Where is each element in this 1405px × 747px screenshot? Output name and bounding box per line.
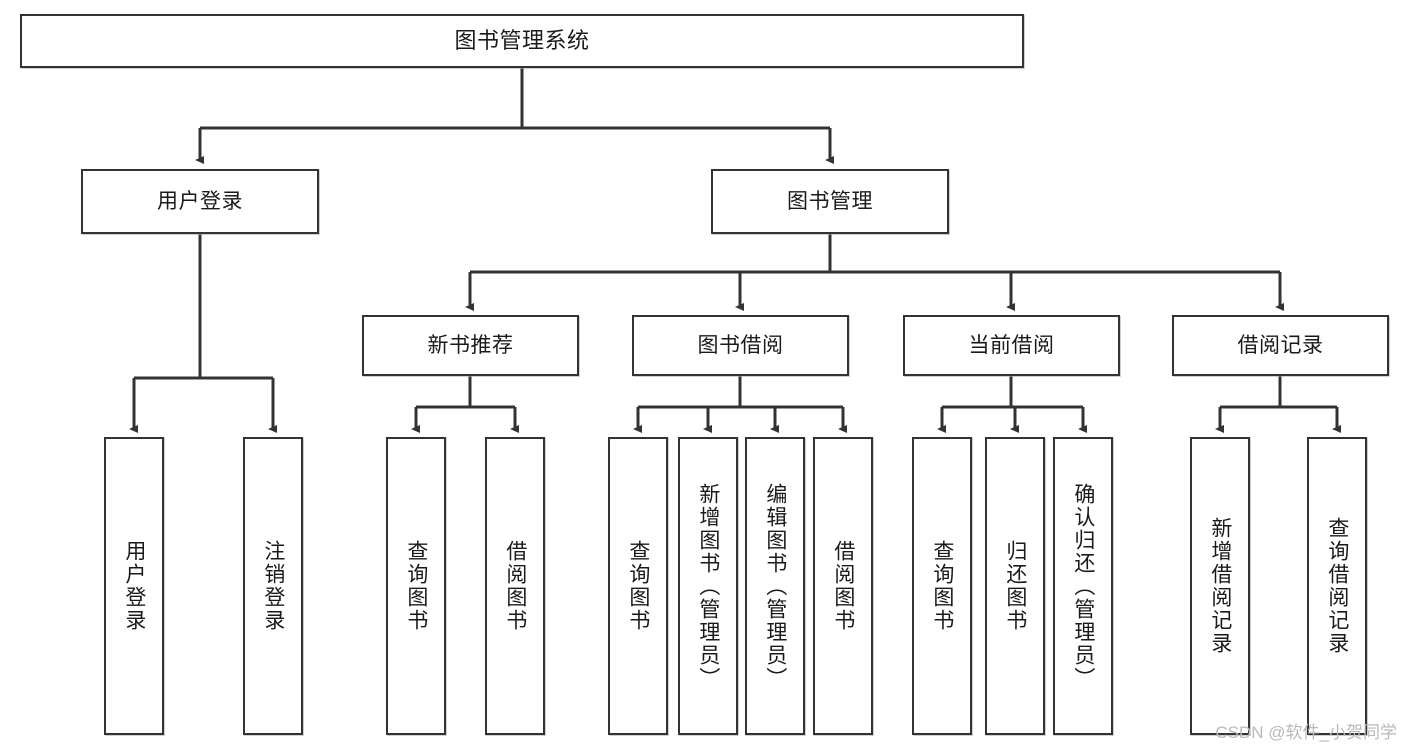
node-label: 新增图书（管理员）	[696, 482, 720, 690]
node-root-system[interactable]: 图书管理系统	[20, 14, 1024, 68]
node-new-book-recommend[interactable]: 新书推荐	[362, 315, 579, 376]
node-book-borrow[interactable]: 图书借阅	[632, 315, 849, 376]
node-leaf-query-book-1[interactable]: 查询图书	[386, 437, 446, 735]
node-label: 用户登录	[157, 189, 243, 213]
node-label: 查询图书	[404, 540, 428, 632]
node-leaf-query-record[interactable]: 查询借阅记录	[1307, 437, 1367, 735]
node-leaf-query-book-2[interactable]: 查询图书	[608, 437, 668, 735]
node-label: 借阅记录	[1237, 333, 1324, 357]
node-label: 新书推荐	[427, 333, 514, 357]
node-label: 当前借阅	[968, 333, 1055, 357]
node-leaf-add-book[interactable]: 新增图书（管理员）	[678, 437, 738, 735]
node-leaf-confirm-return[interactable]: 确认归还（管理员）	[1053, 437, 1113, 735]
node-label: 编辑图书（管理员）	[763, 482, 787, 690]
node-leaf-borrow-book-1[interactable]: 借阅图书	[485, 437, 545, 735]
node-label: 图书借阅	[697, 333, 784, 357]
node-leaf-edit-book[interactable]: 编辑图书（管理员）	[745, 437, 805, 735]
node-label: 新增借阅记录	[1208, 517, 1232, 655]
node-label: 确认归还（管理员）	[1071, 482, 1095, 690]
node-label: 借阅图书	[831, 540, 855, 632]
node-label: 借阅图书	[503, 540, 527, 632]
watermark-text: CSDN @软件_小贺同学	[1215, 723, 1397, 742]
node-leaf-borrow-book-2[interactable]: 借阅图书	[813, 437, 873, 735]
node-label: 注销登录	[261, 540, 285, 632]
node-leaf-return-book[interactable]: 归还图书	[985, 437, 1045, 735]
node-book-manage[interactable]: 图书管理	[711, 169, 949, 234]
node-leaf-query-book-3[interactable]: 查询图书	[912, 437, 972, 735]
node-label: 查询图书	[930, 540, 954, 632]
node-leaf-logout[interactable]: 注销登录	[243, 437, 303, 735]
node-current-borrow[interactable]: 当前借阅	[903, 315, 1120, 376]
node-label: 图书管理	[787, 189, 873, 213]
node-leaf-add-record[interactable]: 新增借阅记录	[1190, 437, 1250, 735]
node-user-login[interactable]: 用户登录	[81, 169, 319, 234]
node-label: 查询借阅记录	[1325, 517, 1349, 655]
node-borrow-record[interactable]: 借阅记录	[1172, 315, 1389, 376]
node-label: 用户登录	[122, 540, 146, 632]
node-leaf-user-login[interactable]: 用户登录	[104, 437, 164, 735]
node-label: 图书管理系统	[454, 27, 590, 53]
node-label: 归还图书	[1003, 540, 1027, 632]
node-label: 查询图书	[626, 540, 650, 632]
